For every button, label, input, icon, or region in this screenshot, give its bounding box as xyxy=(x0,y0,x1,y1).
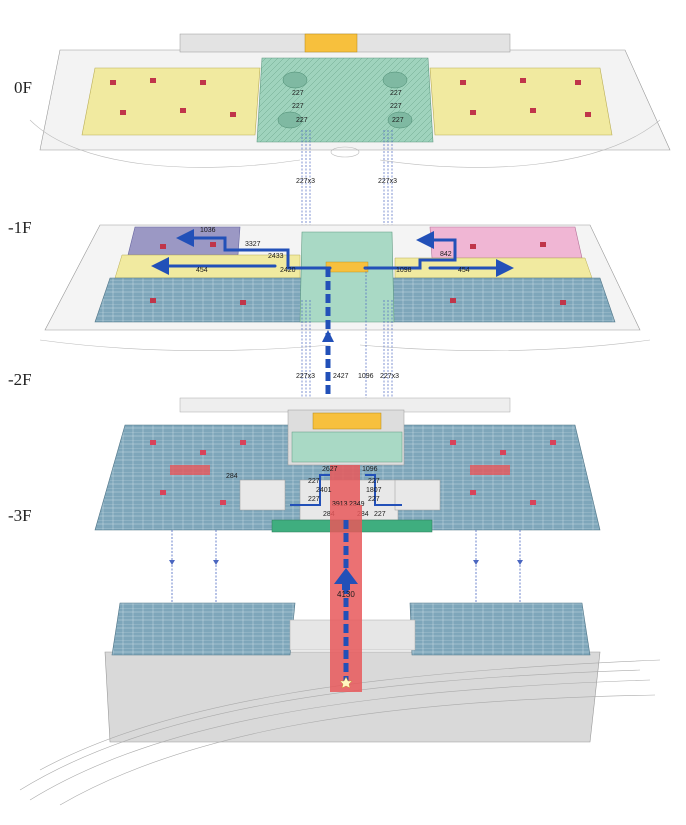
m1-label-west-b: 2420 xyxy=(280,267,296,274)
west-block-minus1f xyxy=(127,226,241,256)
m1-label-east-a: 1098 xyxy=(396,267,412,274)
m1-label-west-a: 2433 xyxy=(268,253,284,260)
floor-label-0f: 0F xyxy=(14,78,32,97)
platform-main-label: 4130 xyxy=(337,590,355,599)
connector-label-top-left: 227x3 xyxy=(296,178,315,185)
m3-label-l: 227 xyxy=(368,496,380,503)
top-label-a: 227 xyxy=(292,90,304,97)
m3-label-j: 227 xyxy=(368,478,380,485)
m1-label-west-c: 454 xyxy=(196,267,208,274)
east-commercial-0f xyxy=(429,67,613,136)
central-concourse-minus1f xyxy=(299,231,395,323)
m2-label-left: 227x3 xyxy=(296,373,315,380)
station-hall-minus2f xyxy=(312,412,382,430)
m3-label-c: 227 xyxy=(308,478,320,485)
level-minus1f: 1036 3327 2433 2420 454 1098 454 842 xyxy=(39,224,651,352)
m1-label-west-mid: 3327 xyxy=(245,241,261,248)
station-entrance-building xyxy=(304,33,358,53)
main-flow-arrowhead xyxy=(334,568,358,590)
top-label-f: 227 xyxy=(392,117,404,124)
m1-label-east-c: 842 xyxy=(440,251,452,258)
m2-label-mid-left: 2427 xyxy=(333,373,349,380)
floor-label-minus2f: -2F xyxy=(8,370,32,389)
level-platform xyxy=(19,602,661,806)
m3-label-d: 284 xyxy=(226,473,238,480)
floor-label-minus1f: -1F xyxy=(8,218,32,237)
central-plaza xyxy=(256,57,434,143)
m3-label-a: 2627 xyxy=(322,466,338,473)
m3-label-e: 227 xyxy=(308,496,320,503)
m3-label-b: 1096 xyxy=(362,466,378,473)
m3-label-n: 227 xyxy=(374,511,386,518)
top-label-b: 227 xyxy=(292,103,304,110)
west-parking-minus1f xyxy=(94,277,306,323)
m1-label-east-b: 454 xyxy=(458,267,470,274)
level-minus3f: 2627 1096 227 284 227 2401 3913 2349 180… xyxy=(94,397,601,533)
west-commercial-0f xyxy=(81,67,261,136)
east-parking-minus1f xyxy=(389,277,616,323)
top-label-e: 227 xyxy=(390,103,402,110)
m3-label-h: 2349 xyxy=(349,501,365,508)
m3-label-g: 3913 xyxy=(332,501,348,508)
connector-label-top-right: 227x3 xyxy=(378,178,397,185)
m2-label-mid-right: 1096 xyxy=(358,373,374,380)
m3-label-i: 1807 xyxy=(366,487,382,494)
top-label-c: 227 xyxy=(296,117,308,124)
m3-label-m: 284 xyxy=(357,511,369,518)
level-0f: 227 227 227 227 227 227 xyxy=(29,33,671,168)
floor-label-minus3f: -3F xyxy=(8,506,32,525)
m3-label-f: 2401 xyxy=(316,487,332,494)
top-label-d: 227 xyxy=(390,90,402,97)
m2-label-right: 227x3 xyxy=(380,373,399,380)
m1-label-west-east: 1036 xyxy=(200,227,216,234)
origin-star-icon xyxy=(339,676,353,689)
m3-label-k: 284 xyxy=(323,511,335,518)
east-block-minus1f xyxy=(429,226,583,259)
